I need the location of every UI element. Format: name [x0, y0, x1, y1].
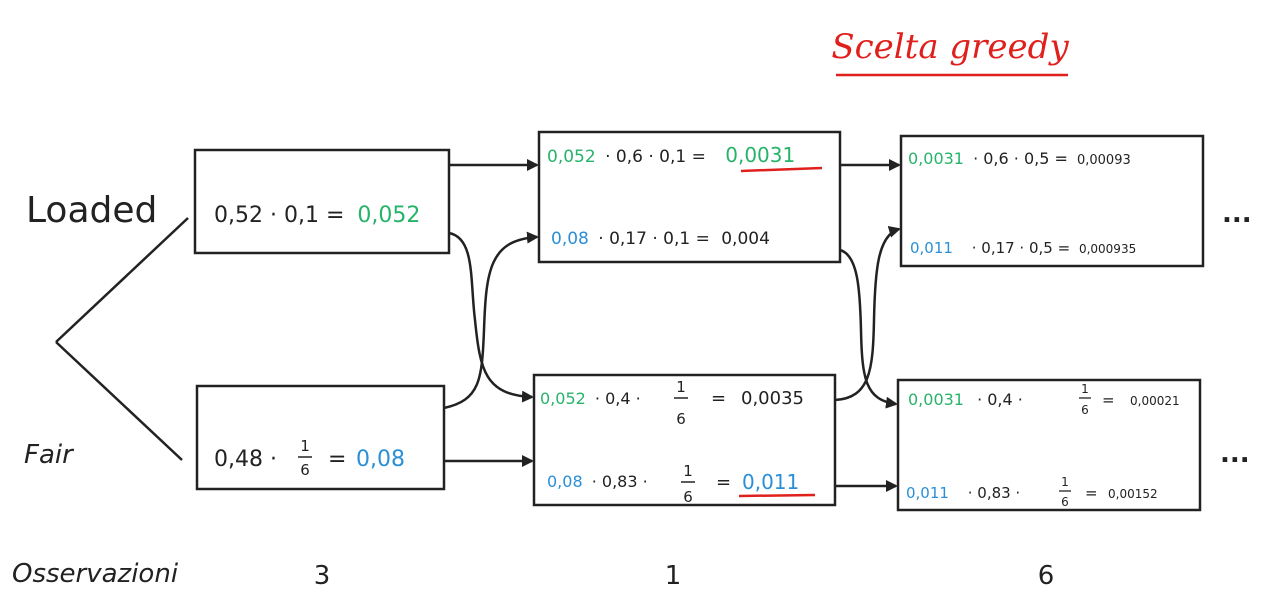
arrow-col2-loaded-to-col3-fair: [839, 248, 898, 409]
col2-loaded-line1-out: 0,0031: [725, 143, 795, 167]
col1-loaded-expression: 0,52 · 0,1 = 0,052: [214, 203, 420, 228]
col3-loaded-line1-in: 0,0031: [908, 149, 964, 168]
col3-loaded-line2-mid: · 0,17 · 0,5 =: [972, 239, 1070, 257]
col1-fair-pre: 0,48 ·: [214, 447, 277, 472]
col3-loaded-line1: 0,0031 · 0,6 · 0,5 = 0,00093: [908, 149, 1131, 168]
state-label-loaded: Loaded: [26, 190, 157, 231]
box-col1-loaded: [193, 148, 451, 255]
col2-fair-line2-frac-num: 1: [683, 462, 693, 480]
col3-fair-line2-left: 0,011 · 0,83 ·: [906, 484, 1020, 502]
box-col2-fair: [532, 373, 837, 507]
col2-fair-line1-mid: · 0,4 ·: [595, 389, 641, 408]
box-col2-loaded: [537, 130, 842, 264]
col3-fair-line1-mid: · 0,4 ·: [977, 390, 1023, 409]
col1-fair-frac-den: 6: [300, 461, 310, 479]
col3-fair-line1-left: 0,0031 · 0,4 ·: [908, 390, 1023, 409]
col3-fair-line1-frac-den: 6: [1081, 403, 1089, 417]
state-label-fair: Fair: [24, 440, 75, 470]
col2-fair-line2-in: 0,08: [547, 472, 583, 491]
col3-fair-line1-eq: =: [1102, 391, 1115, 409]
col2-fair-line1-out: 0,0035: [741, 388, 804, 409]
col2-fair-line1-in: 0,052: [540, 389, 586, 408]
col2-fair-line1-frac-den: 6: [676, 410, 686, 428]
box-col1-fair: [195, 384, 446, 491]
col2-loaded-line2-out: 0,004: [721, 229, 770, 249]
col3-loaded-line2-out: 0,000935: [1079, 242, 1136, 256]
col3-loaded-line2-in: 0,011: [910, 239, 953, 257]
col2-loaded-line1-in: 0,052: [547, 147, 596, 167]
col2-fair-chosen-underline: [738, 493, 816, 498]
col3-fair-line1-in: 0,0031: [908, 390, 964, 409]
col2-loaded-line2-in: 0,08: [551, 229, 589, 249]
arrow-col1-fair-to-col2-loaded: [443, 231, 539, 410]
col2-loaded-chosen-underline: [740, 166, 823, 173]
col2-fair-line1-eq: =: [711, 388, 726, 409]
col3-fair-line2-eq: =: [1085, 484, 1098, 502]
col2-loaded-line2: 0,08 · 0,17 · 0,1 = 0,004: [551, 229, 770, 249]
col2-fair-line2-left: 0,08 · 0,83 ·: [547, 472, 648, 491]
col2-loaded-line1: 0,052 · 0,6 · 0,1 = 0,0031: [547, 143, 795, 167]
box-col3-fair: [896, 378, 1202, 512]
col3-fair-line2-mid: · 0,83 ·: [968, 484, 1020, 502]
col1-fair-value: 0,08: [356, 447, 405, 472]
col2-fair-line2-mid: · 0,83 ·: [592, 472, 648, 491]
observation-1: 3: [314, 561, 331, 591]
col2-fair-line2-out: 0,011: [742, 470, 799, 494]
col1-loaded-pre: 0,52 · 0,1 =: [214, 203, 344, 228]
box-col3-loaded: [899, 134, 1205, 268]
col2-fair-line1-frac-num: 1: [676, 378, 686, 396]
title: Scelta greedy: [831, 27, 1069, 67]
col3-loaded-line1-mid: · 0,6 · 0,5 =: [973, 149, 1068, 168]
branch-line-loaded: [55, 217, 189, 343]
col2-loaded-line2-mid: · 0,17 · 0,1 =: [598, 229, 710, 249]
col3-fair-line2-frac-den: 6: [1061, 495, 1069, 509]
observation-3: 6: [1038, 561, 1055, 591]
arrow-col1-loaded-to-col2-fair: [448, 231, 534, 403]
col2-loaded-line1-mid: · 0,6 · 0,1 =: [605, 147, 706, 167]
col3-loaded-line1-out: 0,00093: [1077, 153, 1131, 168]
col3-fair-line2-in: 0,011: [906, 484, 949, 502]
col3-fair-line2-out: 0,00152: [1108, 487, 1158, 501]
col3-fair-line1-out: 0,00021: [1130, 394, 1180, 408]
col1-fair-eq: =: [328, 447, 346, 472]
col3-loaded-line2: 0,011 · 0,17 · 0,5 = 0,000935: [910, 239, 1136, 257]
col2-fair-line2-eq: =: [716, 472, 731, 493]
col3-fair-line1-frac-num: 1: [1081, 382, 1089, 396]
arrow-col2-fair-to-col3-loaded: [834, 225, 901, 402]
col1-fair-frac-num: 1: [300, 437, 310, 455]
col2-fair-line1-left: 0,052 · 0,4 ·: [540, 389, 641, 408]
continuation-dots-loaded: ...: [1222, 199, 1252, 229]
branch-line-fair: [55, 341, 183, 461]
col2-fair-line2-frac-den: 6: [683, 488, 693, 506]
observations-label: Osservazioni: [12, 559, 179, 589]
col3-fair-line2-frac-num: 1: [1061, 475, 1069, 489]
observation-2: 1: [665, 561, 682, 591]
col1-loaded-value: 0,052: [357, 203, 420, 228]
continuation-dots-fair: ...: [1220, 439, 1250, 469]
